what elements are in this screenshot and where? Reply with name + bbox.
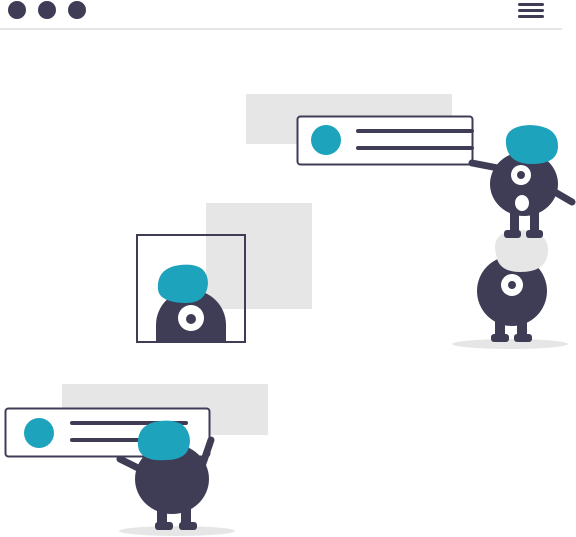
hamburger-menu-icon[interactable] bbox=[518, 3, 546, 19]
placeholder-card-middle bbox=[206, 203, 312, 309]
monster-upper-right bbox=[468, 125, 576, 238]
message-avatar-top bbox=[311, 125, 341, 155]
message-card-top bbox=[296, 115, 474, 166]
ground-shadow-bottom bbox=[119, 526, 235, 536]
message-avatar-bottom bbox=[24, 418, 54, 448]
ground-shadow-right bbox=[452, 339, 568, 349]
window-dot-1 bbox=[8, 1, 26, 19]
monster-lower-right bbox=[477, 230, 548, 342]
monster-bottom bbox=[116, 420, 215, 530]
window-dot-2 bbox=[38, 1, 56, 19]
menu-line-middle bbox=[518, 9, 544, 12]
header-divider bbox=[0, 28, 562, 30]
message-line-top-1 bbox=[356, 129, 474, 133]
menu-line-top bbox=[518, 3, 544, 6]
window-controls-icon bbox=[8, 1, 86, 19]
message-line-top-2 bbox=[356, 146, 474, 150]
monster-in-frame bbox=[156, 264, 226, 342]
menu-line-bottom bbox=[518, 15, 544, 18]
window-dot-3 bbox=[68, 1, 86, 19]
